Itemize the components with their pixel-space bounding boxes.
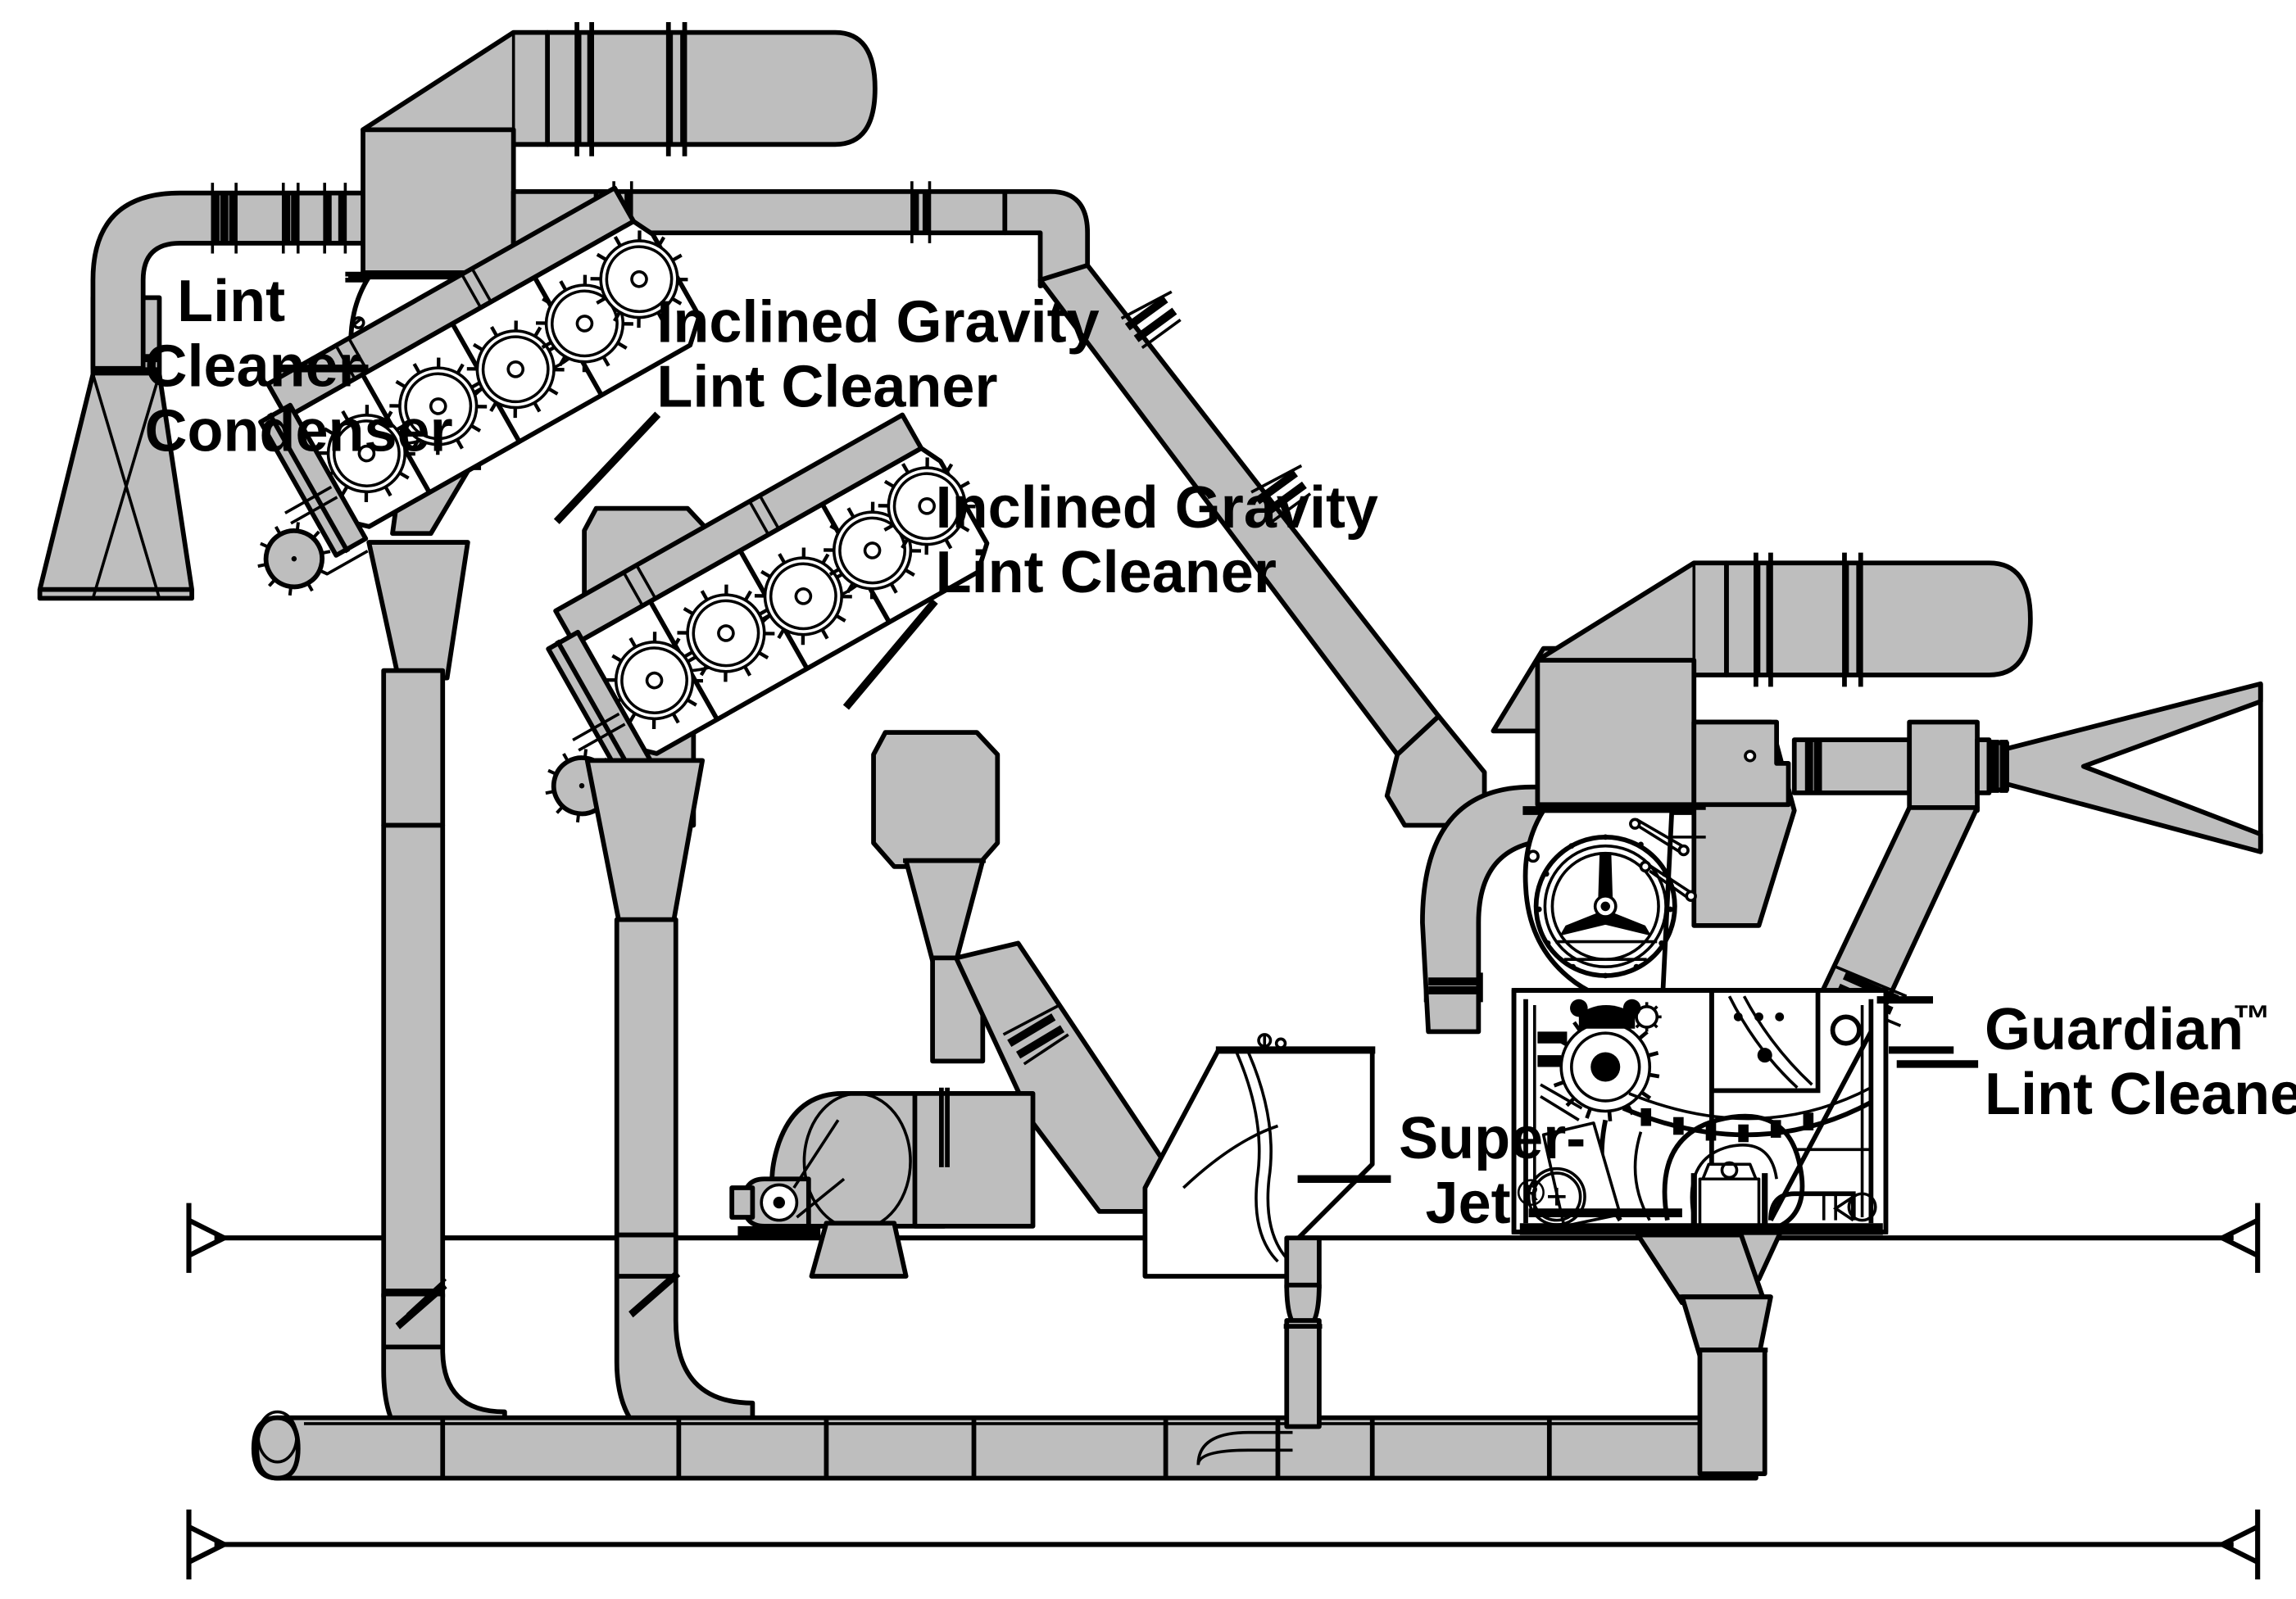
label-inclined-gravity-1-line2: Lint Cleaner [656,355,997,420]
label-lint-cleaner-condenser-line3: Condenser [144,399,452,464]
label-lint-cleaner-condenser-line2: Cleaner [144,333,361,399]
leader-inclined-gravity-1 [553,411,661,524]
label-super-jet-line1: Super- [1399,1106,1586,1171]
label-lint-cleaner-condenser-line1: Lint [177,269,285,334]
text-labels: Lint Cleaner Condenser Inclined Gravity … [144,269,2296,1236]
label-guardian-line1: Guardian [1985,997,2244,1062]
lint-cleaner-condenser-right [1522,552,2033,1003]
lower-iglc-discharge [871,730,1168,1214]
guardian-internal-mechanism [1519,990,1954,1235]
top-duct-run [593,181,1487,828]
label-super-jet-line2-group: Jet ® [1426,1171,1545,1236]
guardian-discharge-duct [1635,1232,1773,1476]
iglc-lower-left-drop [584,758,706,1238]
label-guardian-line1-group: Guardian ™ [1985,997,2271,1062]
label-inclined-gravity-2-line2: Lint Cleaner [936,540,1277,605]
label-inclined-gravity-1-line1: Inclined Gravity [656,289,1099,355]
left-vertical-drops [381,822,756,1468]
inclined-gravity-lint-cleaner-upper-body [257,185,702,828]
leader-inclined-gravity-2 [842,599,938,710]
label-inclined-gravity-2-line1: Inclined Gravity [936,475,1378,541]
saw-cylinder-group [317,230,688,502]
label-guardian-trademark-mark: ™ [2233,997,2271,1040]
centrifugal-fan [729,1087,1036,1279]
super-jet-hopper [1142,1033,1376,1465]
bottom-dimension-line [186,1509,2261,1580]
label-guardian-line2: Lint Cleaner [1985,1062,2296,1127]
leader-lines [280,365,1979,1183]
inclined-gravity-lint-cleaner-lower-body [545,412,990,823]
inlet-duct-left [90,183,372,371]
saw-cylinder-group [606,457,976,730]
label-super-jet-line2: Jet [1426,1171,1511,1236]
label-super-jet-registered-mark: ® [1517,1171,1545,1214]
main-trunk-duct [251,1410,1758,1481]
guardian-lint-cleaner-module [1511,988,1954,1235]
